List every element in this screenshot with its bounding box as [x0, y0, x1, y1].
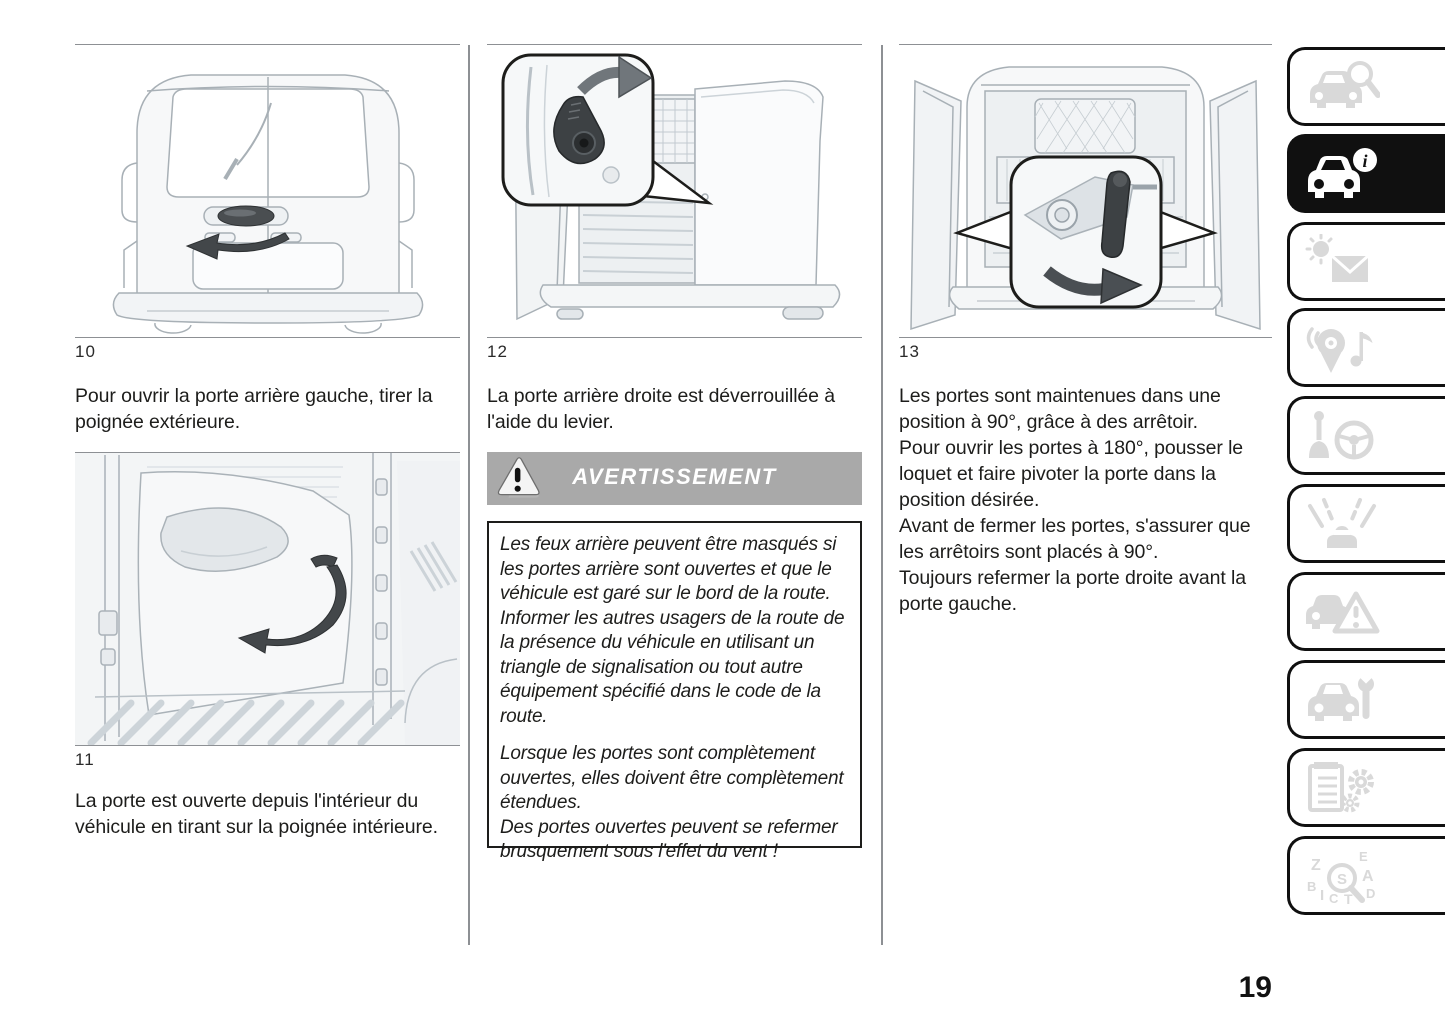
right-door-unlock-lever-illustration: [501, 53, 841, 321]
warning-text-box: Les feux arrière peuvent être masqués si…: [487, 521, 862, 862]
driving-lanes-icon: [1308, 497, 1376, 548]
column-divider-right: [881, 45, 883, 945]
rotate-handle-arrow: [237, 564, 347, 654]
column-right: 13 Les portes sont maintenues dans une p…: [899, 0, 1272, 1018]
sidebar-tab-vehicle-overview[interactable]: [1287, 47, 1445, 126]
sidebar-tab-maintenance[interactable]: [1287, 660, 1445, 739]
lever-direction-arrow: [618, 55, 653, 99]
column-middle: 12 La porte arrière droite est déverroui…: [487, 0, 862, 1018]
car-info-icon: i: [1308, 147, 1377, 198]
sidebar-tab-vehicle-info[interactable]: i: [1287, 134, 1445, 213]
paragraph-open-from-inside: La porte est ouverte depuis l'intérieur …: [75, 790, 438, 838]
sidebar-tab-starting-driving[interactable]: [1287, 396, 1445, 475]
warning-paragraph: Lorsque les portes sont complètement ouv…: [500, 743, 844, 813]
figure-10-label: 10: [75, 342, 96, 361]
car-wrench-icon: [1308, 671, 1374, 721]
paragraph-right-door-unlock: La porte arrière droite est déverrouillé…: [487, 385, 835, 433]
open-direction-arrow: [185, 232, 290, 260]
warning-paragraph: Les feux arrière peuvent être masqués si…: [500, 534, 845, 727]
sidebar-tab-safety[interactable]: [1287, 484, 1445, 563]
sidebar-tab-warning-lights[interactable]: [1287, 222, 1445, 301]
svg-text:S: S: [1337, 871, 1347, 888]
latch-rotate-arrow: [1100, 267, 1143, 305]
svg-text:A: A: [1362, 868, 1374, 885]
figure-13: 13: [899, 44, 1272, 362]
svg-text:C: C: [1329, 891, 1339, 904]
figure-12-label: 12: [487, 342, 508, 361]
figure-10: 10: [75, 44, 460, 362]
paragraph-open-left-door: Pour ouvrir la porte arrière gauche, tir…: [75, 385, 433, 433]
warning-banner-title: AVERTISSEMENT: [572, 464, 777, 489]
sidebar-tab-emergency[interactable]: [1287, 572, 1445, 651]
technical-data-icon: [1308, 761, 1374, 812]
svg-text:B: B: [1307, 879, 1316, 894]
both-doors-open-latch-illustration: [910, 66, 1261, 331]
figure-11: 11: [75, 452, 460, 770]
emergency-triangle-icon: [1306, 591, 1380, 633]
warning-triangle-icon: [494, 456, 540, 505]
sidebar-tab-multimedia[interactable]: [1287, 308, 1445, 387]
svg-text:I: I: [1320, 887, 1324, 904]
figure-13-label: 13: [899, 342, 920, 361]
gear-lever-steering-icon: [1309, 410, 1374, 459]
multimedia-navigation-icon: [1306, 326, 1373, 373]
figure-12: 12: [487, 44, 862, 362]
sidebar-tab-technical-data[interactable]: [1287, 748, 1445, 827]
svg-text:Z: Z: [1311, 857, 1321, 874]
warning-banner: AVERTISSEMENT: [487, 452, 862, 505]
warning-light-message-icon: [1305, 233, 1369, 282]
column-divider-left: [468, 45, 470, 945]
figure-11-label: 11: [75, 750, 95, 769]
svg-text:T: T: [1344, 891, 1353, 904]
rear-door-interior-illustration: [75, 453, 460, 745]
page-number: 19: [1238, 971, 1272, 1004]
column-left: 10 Pour ouvrir la porte arrière gauche, …: [75, 0, 460, 1018]
car-search-icon: [1310, 60, 1380, 108]
svg-text:i: i: [1362, 151, 1367, 171]
paragraph-door-stops: Les portes sont maintenues dans une posi…: [899, 385, 1251, 615]
van-rear-doors-closed-illustration: [112, 74, 424, 334]
warning-paragraph: Des portes ouvertes peuvent se refermer …: [500, 816, 838, 863]
svg-text:D: D: [1366, 886, 1375, 901]
rotate-handle-arrow: [310, 554, 338, 568]
latch-lever: [1100, 170, 1131, 259]
svg-text:E: E: [1359, 849, 1368, 864]
